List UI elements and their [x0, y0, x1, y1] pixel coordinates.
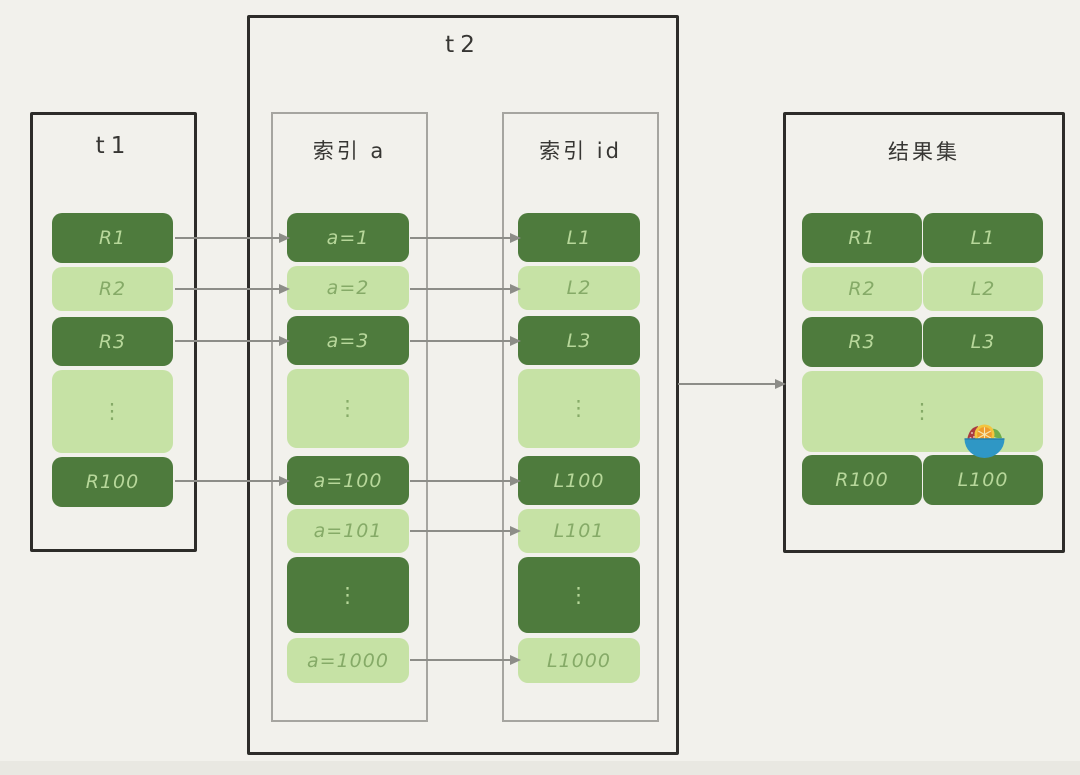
index-a-row-1000: a=1000 [287, 638, 409, 683]
result-row-r3: R3 [802, 317, 922, 367]
index-id-box [502, 112, 659, 722]
result-row-l1: L1 [923, 213, 1043, 263]
index-a-row-2: a=2 [287, 266, 409, 310]
index-a-row-3: a=3 [287, 316, 409, 365]
index-a-box [271, 112, 428, 722]
index-id-row-2: L2 [518, 266, 640, 310]
fruit-bowl-icon [962, 421, 1007, 460]
t1-row-r100: R100 [52, 457, 173, 507]
t2-title: t2 [445, 32, 481, 58]
arrow-a101-to-l101 [410, 526, 521, 536]
arrow-r3-to-a3 [175, 336, 290, 346]
index-id-title: 索引 id [539, 139, 622, 163]
result-set-box [783, 112, 1065, 553]
index-id-row-1000: L1000 [518, 638, 640, 683]
result-row-r2: R2 [802, 267, 922, 311]
t1-row-r2: R2 [52, 267, 173, 311]
arrow-a2-to-l2 [410, 284, 521, 294]
bottom-strip [0, 761, 1080, 775]
arrow-r1-to-a1 [175, 233, 290, 243]
result-row-l3: L3 [923, 317, 1043, 367]
index-id-row-ellipsis-1: ⋮ [518, 369, 640, 448]
index-a-title: 索引 a [312, 139, 387, 163]
arrow-t2-to-result [678, 379, 786, 389]
index-id-row-101: L101 [518, 509, 640, 553]
index-id-row-100: L100 [518, 456, 640, 505]
arrow-a3-to-l3 [410, 336, 521, 346]
arrow-a1000-to-l1000 [410, 655, 521, 665]
index-id-row-ellipsis-2: ⋮ [518, 557, 640, 633]
index-a-row-100: a=100 [287, 456, 409, 505]
t1-row-ellipsis: ⋮ [52, 370, 173, 453]
table-t1-box [30, 112, 197, 552]
result-row-r1: R1 [802, 213, 922, 263]
index-a-row-ellipsis-1: ⋮ [287, 369, 409, 448]
t1-title: t1 [95, 133, 132, 159]
arrow-r2-to-a2 [175, 284, 290, 294]
table-t2-box [247, 15, 679, 755]
arrow-a100-to-l100 [410, 476, 521, 486]
arrow-r100-to-a100 [175, 476, 290, 486]
arrow-a1-to-l1 [410, 233, 521, 243]
result-row-l2: L2 [923, 267, 1043, 311]
t1-row-r3: R3 [52, 317, 173, 366]
index-a-row-ellipsis-2: ⋮ [287, 557, 409, 633]
result-row-l100: L100 [923, 455, 1043, 505]
t1-row-r1: R1 [52, 213, 173, 263]
index-id-row-1: L1 [518, 213, 640, 262]
result-row-r100: R100 [802, 455, 922, 505]
index-id-row-3: L3 [518, 316, 640, 365]
result-set-title: 结果集 [888, 140, 960, 164]
index-a-row-1: a=1 [287, 213, 409, 262]
index-a-row-101: a=101 [287, 509, 409, 553]
